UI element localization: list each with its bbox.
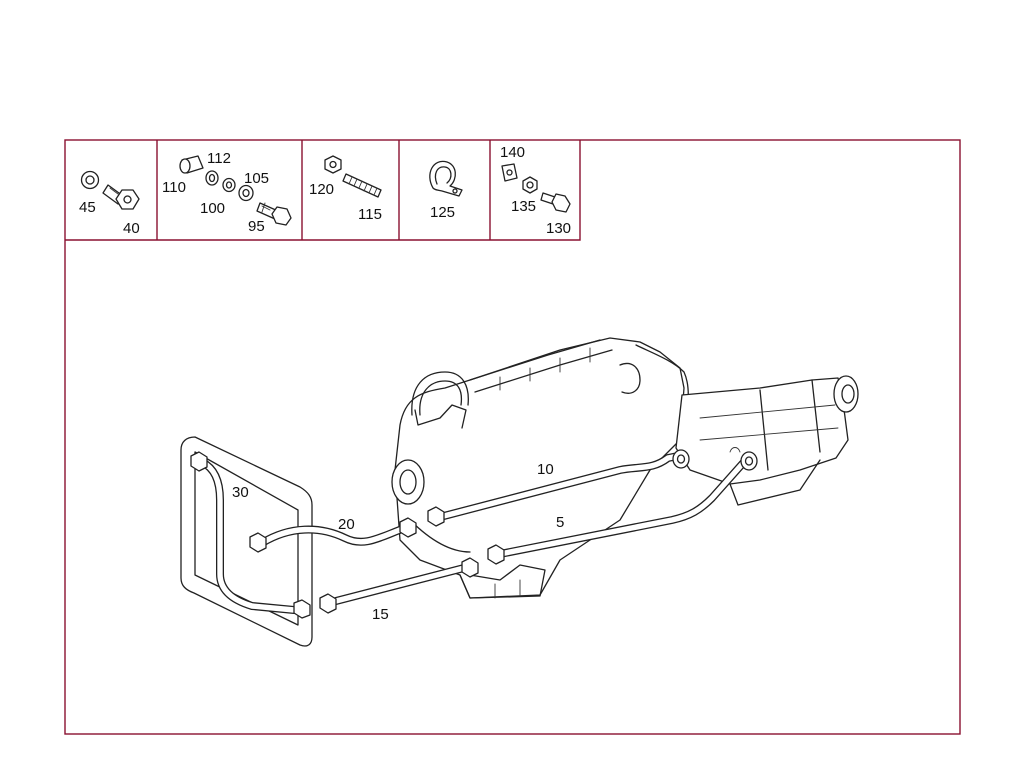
- oil-line-30: [190, 451, 311, 619]
- engine-transmission-illustration: [391, 337, 859, 599]
- hex-nut-part: [324, 155, 342, 174]
- callout-40[interactable]: 40: [123, 220, 140, 237]
- sealing-washer-part: [238, 184, 254, 202]
- stud-bolt-part: [342, 173, 382, 198]
- callout-5[interactable]: 5: [556, 514, 564, 531]
- callout-110[interactable]: 110: [162, 179, 186, 196]
- callout-30[interactable]: 30: [232, 484, 249, 501]
- pipe-clip-part: [429, 160, 463, 197]
- oil-line-20: [249, 517, 417, 553]
- washer-part: [222, 177, 236, 193]
- hardware-strip: [65, 140, 581, 241]
- callout-100[interactable]: 100: [200, 200, 225, 217]
- sealing-ring-part: [80, 170, 100, 190]
- oil-line-5: [487, 447, 758, 565]
- callout-95[interactable]: 95: [248, 218, 265, 235]
- lock-nut-part: [522, 176, 538, 194]
- callouts: 45 40 112 110 105 100 95 120 115 125 140…: [79, 144, 571, 623]
- callout-112[interactable]: 112: [207, 150, 231, 167]
- callout-125[interactable]: 125: [430, 204, 455, 221]
- callout-20[interactable]: 20: [338, 516, 355, 533]
- oil-line-15: [319, 557, 479, 614]
- oil-line-10: [427, 449, 690, 527]
- diagram-frame: [64, 139, 961, 735]
- callout-120[interactable]: 120: [309, 181, 334, 198]
- callout-45[interactable]: 45: [79, 199, 96, 216]
- hollow-screw-part: [256, 202, 292, 226]
- hex-bolt-part: [540, 192, 571, 213]
- banjo-bolt-part: [102, 184, 140, 210]
- callout-115[interactable]: 115: [358, 206, 382, 223]
- callout-15[interactable]: 15: [372, 606, 389, 623]
- callout-135[interactable]: 135: [511, 198, 536, 215]
- callout-10[interactable]: 10: [537, 461, 554, 478]
- clamp-ring-part: [205, 170, 219, 186]
- union-sleeve-part: [179, 155, 204, 174]
- callout-130[interactable]: 130: [546, 220, 571, 237]
- callout-140[interactable]: 140: [500, 144, 525, 161]
- square-nut-part: [501, 163, 518, 182]
- callout-105[interactable]: 105: [244, 170, 269, 187]
- oil-cooler: [180, 436, 313, 647]
